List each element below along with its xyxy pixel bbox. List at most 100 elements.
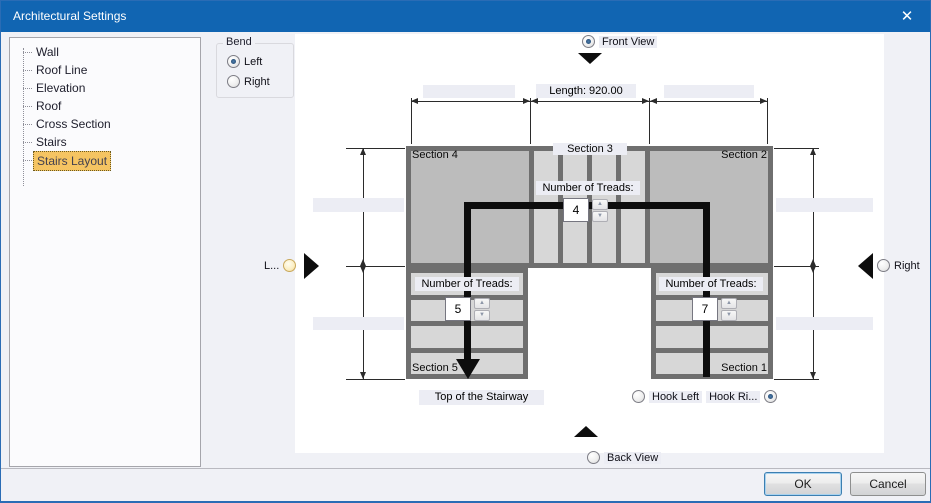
dimension-value-box (423, 85, 515, 98)
dim-extension-line (767, 98, 768, 144)
settings-tree: Wall Roof Line Elevation Roof Cross Sect… (9, 37, 201, 467)
treads-left-input[interactable] (445, 297, 471, 321)
dim-arrow-icon (360, 148, 366, 155)
dim-arrow-icon (810, 259, 816, 266)
hook-options: Hook Left Hook Ri... (632, 390, 778, 403)
back-view-option[interactable]: Back View (587, 451, 662, 464)
section-4-label: Section 4 (412, 149, 458, 161)
ok-button[interactable]: OK (764, 472, 842, 496)
hook-left-label[interactable]: Hook Left (649, 390, 703, 403)
dim-arrow-icon (810, 372, 816, 379)
treads-left-spinner: ▲ ▼ (474, 298, 490, 321)
length-label: Length: 920.00 (536, 84, 636, 98)
front-view-option[interactable]: Front View (582, 35, 658, 48)
spin-up-icon[interactable]: ▲ (592, 199, 608, 210)
close-icon[interactable]: ✕ (900, 8, 914, 25)
right-view-label: Right (894, 259, 920, 272)
dim-arrow-icon (411, 98, 418, 104)
bend-left-option[interactable]: Left (227, 55, 262, 68)
treads-right-spinner: ▲ ▼ (721, 298, 737, 321)
dim-extension-line (346, 148, 405, 149)
section-3-label: Section 3 (553, 143, 627, 155)
sidebar-item-stairs[interactable]: Stairs (10, 133, 200, 151)
dim-extension-line (530, 98, 531, 144)
footer-separator (1, 468, 930, 469)
front-view-arrow-icon (578, 53, 602, 64)
hook-right-radio[interactable] (764, 390, 778, 403)
sidebar-item-roof-line[interactable]: Roof Line (10, 61, 200, 79)
dim-extension-line (411, 98, 412, 144)
dim-arrow-icon (360, 372, 366, 379)
right-view-option[interactable]: Right (877, 259, 920, 272)
section-5-label: Section 5 (412, 362, 458, 374)
stair-path-down-arrow-icon (456, 359, 480, 379)
title-bar: Architectural Settings ✕ (1, 1, 930, 32)
dim-arrow-icon (760, 98, 767, 104)
left-view-radio[interactable] (283, 259, 297, 272)
bend-right-option[interactable]: Right (227, 75, 270, 88)
bend-left-radio[interactable] (227, 55, 240, 68)
bend-right-label: Right (244, 75, 270, 88)
dim-arrow-icon (810, 266, 816, 273)
spin-up-icon[interactable]: ▲ (474, 298, 490, 309)
spin-down-icon[interactable]: ▼ (474, 310, 490, 321)
spin-down-icon[interactable]: ▼ (721, 310, 737, 321)
section-2-label: Section 2 (721, 149, 767, 161)
tread (656, 326, 768, 348)
dim-extension-line (346, 379, 405, 380)
sidebar-item-elevation[interactable]: Elevation (10, 79, 200, 97)
cancel-button[interactable]: Cancel (850, 472, 926, 496)
treads-right-input[interactable] (692, 297, 718, 321)
back-view-arrow-icon (574, 426, 598, 437)
dim-extension-line (346, 266, 405, 267)
spin-down-icon[interactable]: ▼ (592, 211, 608, 222)
dim-extension-line (649, 98, 650, 144)
spin-up-icon[interactable]: ▲ (721, 298, 737, 309)
dim-extension-line (774, 148, 819, 149)
dim-arrow-icon (360, 259, 366, 266)
dim-arrow-icon (650, 98, 657, 104)
treads-center-label: Number of Treads: (536, 181, 640, 195)
treads-center-spinner: ▲ ▼ (592, 199, 608, 222)
tread (656, 352, 768, 374)
sidebar-item-wall[interactable]: Wall (10, 43, 200, 61)
dimension-value-box (313, 198, 404, 212)
dimension-value-box (776, 198, 873, 212)
treads-center-input[interactable] (563, 198, 589, 222)
hook-right-label[interactable]: Hook Ri... (706, 390, 761, 403)
sidebar-item-stairs-layout[interactable]: Stairs Layout (10, 151, 200, 171)
bend-right-radio[interactable] (227, 75, 240, 88)
treads-left-label: Number of Treads: (415, 277, 519, 291)
right-view-arrow-icon (858, 253, 873, 279)
left-view-label: L... (264, 259, 280, 272)
treads-right-label: Number of Treads: (659, 277, 763, 291)
dimension-value-box (664, 85, 754, 98)
dim-arrow-icon (360, 266, 366, 273)
sidebar-item-cross-section[interactable]: Cross Section (10, 115, 200, 133)
section-1-label: Section 1 (721, 362, 767, 374)
back-view-radio[interactable] (587, 451, 600, 464)
dim-arrow-icon (642, 98, 649, 104)
front-view-radio[interactable] (582, 35, 595, 48)
left-view-option[interactable]: L... (264, 259, 297, 272)
dim-extension-line (774, 266, 819, 267)
top-dimension-line (411, 101, 767, 102)
sidebar-item-roof[interactable]: Roof (10, 97, 200, 115)
dialog-title: Architectural Settings (13, 9, 127, 23)
hook-left-radio[interactable] (632, 390, 645, 403)
left-view-arrow-icon (304, 253, 319, 279)
front-view-label: Front View (599, 35, 658, 48)
bend-group-title: Bend (223, 36, 255, 48)
dimension-value-box (776, 317, 873, 330)
bend-left-label: Left (244, 55, 263, 68)
bend-group: Bend Left Right (216, 36, 294, 98)
back-view-label: Back View (604, 451, 662, 464)
dim-arrow-icon (523, 98, 530, 104)
right-view-radio[interactable] (877, 259, 890, 272)
tree-connector-line (23, 48, 24, 186)
dim-arrow-icon (531, 98, 538, 104)
top-of-stairway-label: Top of the Stairway (419, 390, 544, 405)
dim-extension-line (774, 379, 819, 380)
dim-arrow-icon (810, 148, 816, 155)
